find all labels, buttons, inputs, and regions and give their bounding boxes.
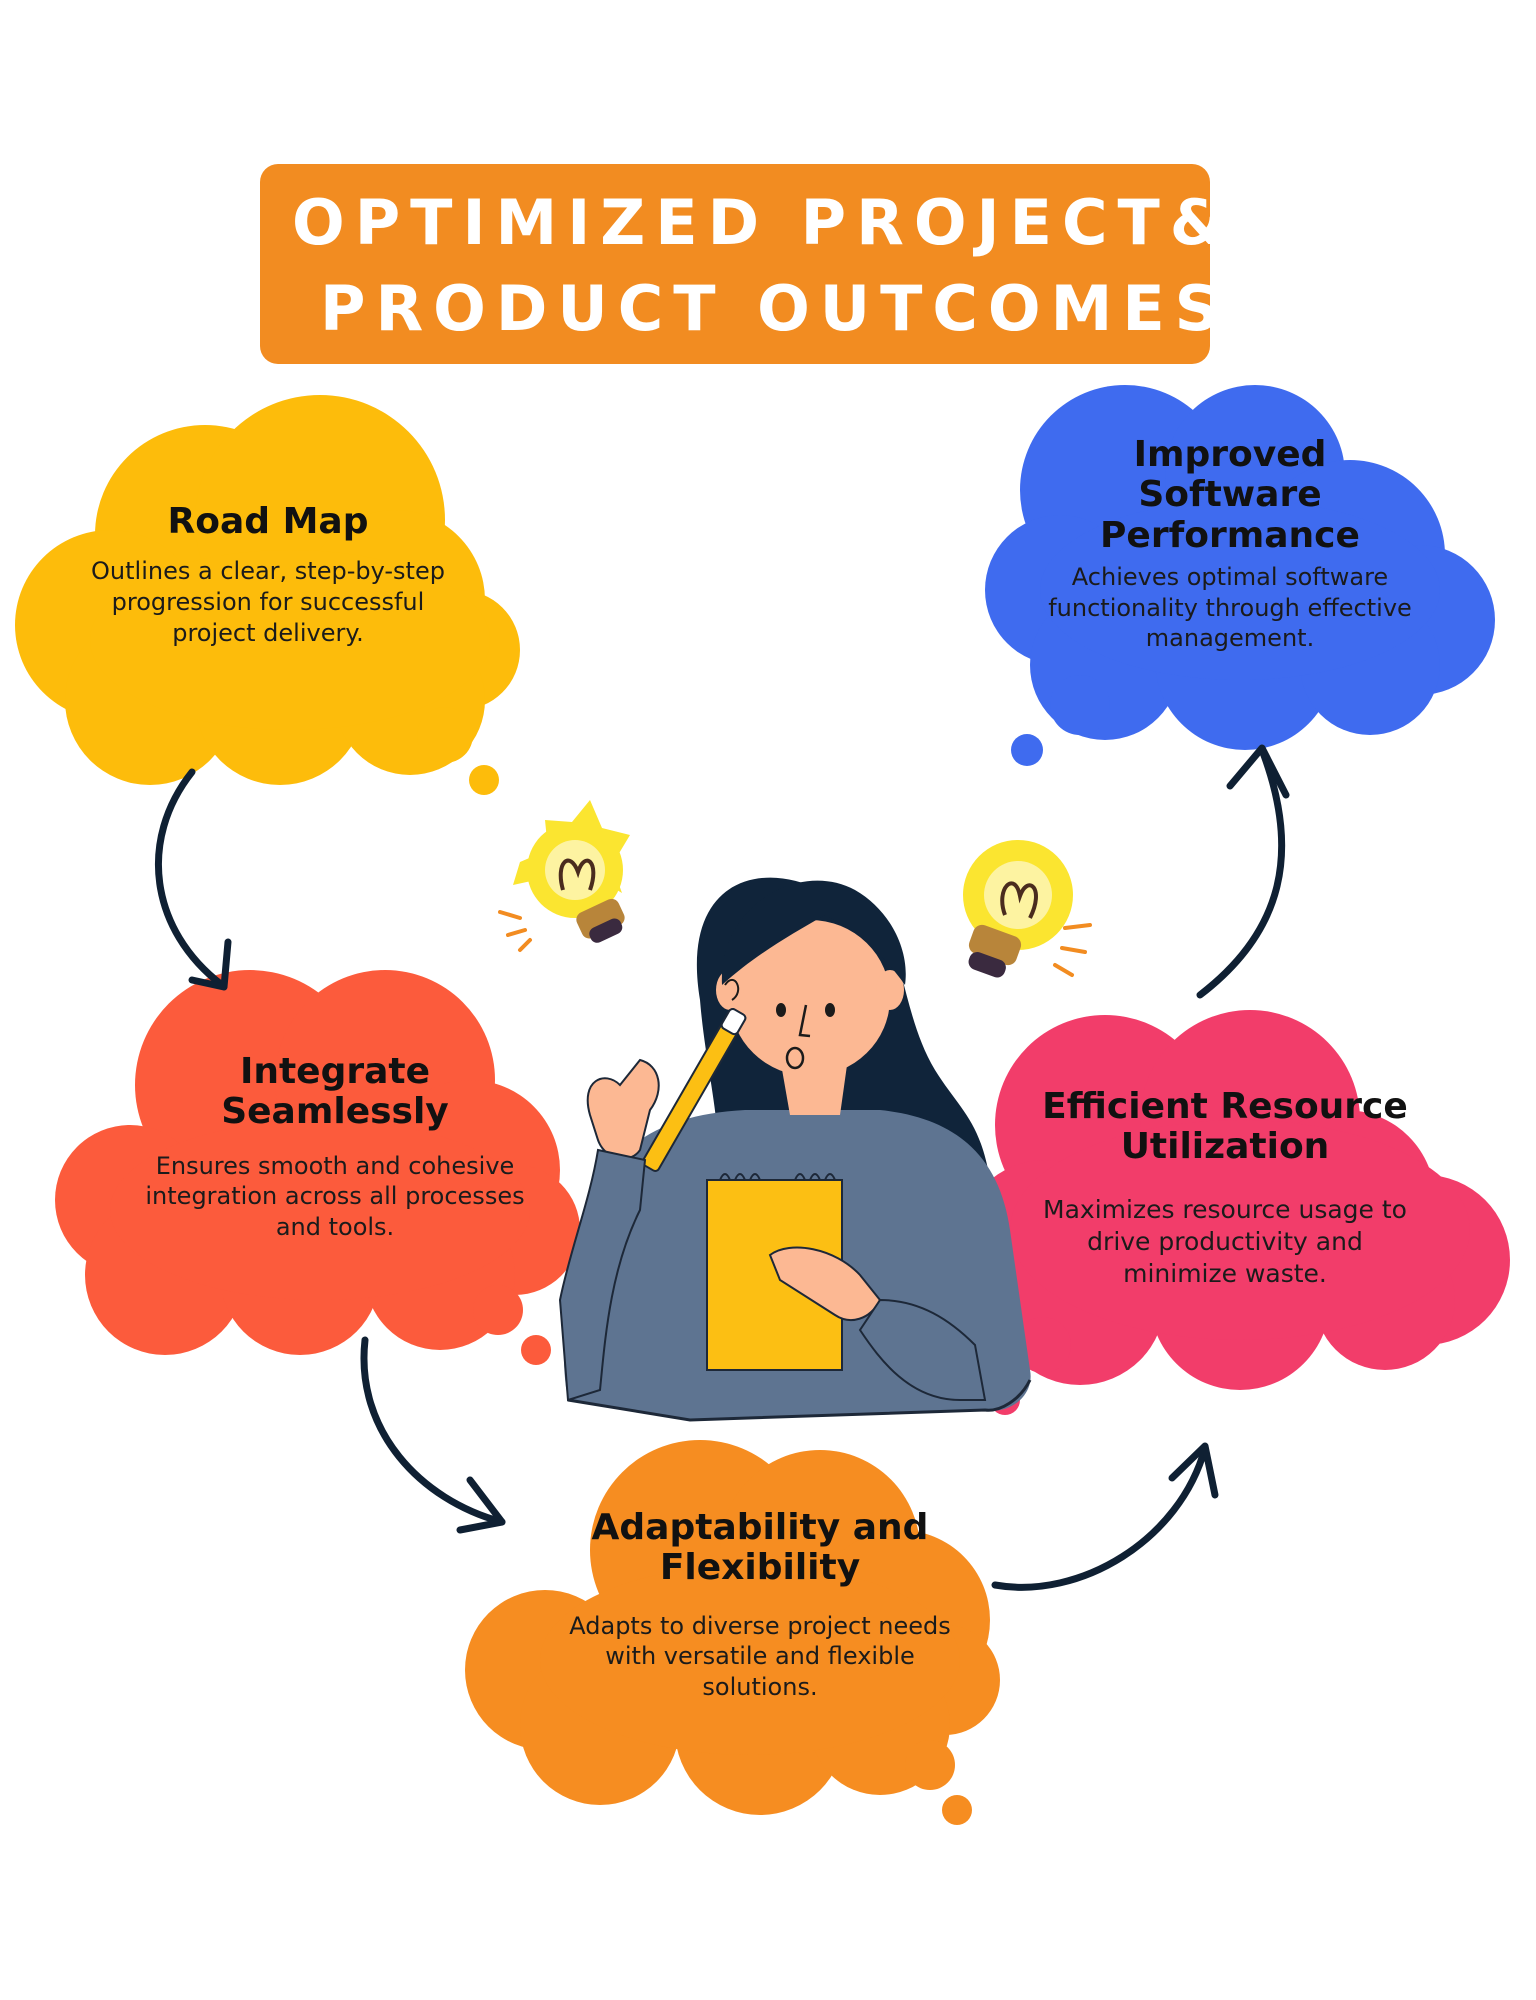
- efficient-cloud: [960, 1010, 1510, 1415]
- title-line-2: PRODUCT OUTCOMES: [320, 272, 1230, 345]
- arrow-adaptability-to-efficient-head: [1168, 1442, 1219, 1499]
- title-banner: OPTIMIZED PROJECT& PRODUCT OUTCOMES: [260, 164, 1224, 364]
- integrate-text: Integrate Seamlessly Ensures smooth and …: [120, 1051, 550, 1243]
- integrate-cloud: [55, 970, 580, 1365]
- lightbulb-left-icon: [498, 800, 630, 952]
- road-map-body: Outlines a clear, step-by-step progressi…: [91, 557, 445, 647]
- improved-software-body: Achieves optimal software functionality …: [1048, 562, 1412, 653]
- arrow-efficient-to-improved-head: [1226, 744, 1290, 799]
- lightbulb-right-icon: [963, 840, 1092, 978]
- arrow-roadmap-to-integrate-head: [188, 938, 232, 991]
- efficient-text: Efficient Resource Utilization Maximizes…: [1005, 1086, 1445, 1290]
- flow-arrows: [154, 744, 1290, 1591]
- road-map-text: Road Map Outlines a clear, step-by-step …: [78, 501, 458, 648]
- adaptability-body: Adapts to diverse project needs with ver…: [569, 1611, 951, 1702]
- road-map-heading: Road Map: [167, 501, 369, 542]
- arrow-adaptability-to-efficient: [991, 1444, 1209, 1591]
- efficient-body: Maximizes resource usage to drive produc…: [1043, 1194, 1407, 1288]
- integrate-heading: Integrate Seamlessly: [221, 1051, 449, 1133]
- arrow-integrate-to-adaptability: [360, 1336, 506, 1526]
- title-line-1: OPTIMIZED PROJECT&: [292, 186, 1234, 259]
- efficient-heading: Efficient Resource Utilization: [1042, 1086, 1408, 1168]
- road-map-cloud: [15, 395, 520, 795]
- adaptability-cloud: [465, 1440, 1000, 1825]
- adaptability-text: Adaptability and Flexibility Adapts to d…: [545, 1507, 975, 1703]
- improved-software-cloud: [985, 385, 1495, 766]
- improved-software-heading: Improved Software Performance: [1100, 434, 1360, 556]
- arrow-efficient-to-improved: [1196, 746, 1286, 999]
- pencil-icon: [641, 1008, 747, 1172]
- arrow-integrate-to-adaptability-head: [456, 1476, 506, 1534]
- integrate-body: Ensures smooth and cohesive integration …: [145, 1151, 525, 1242]
- woman-thinking-illustration: [558, 877, 1032, 1422]
- arrow-roadmap-to-integrate: [154, 768, 226, 989]
- adaptability-heading: Adaptability and Flexibility: [591, 1507, 929, 1589]
- improved-software-text: Improved Software Performance Achieves o…: [1030, 434, 1430, 654]
